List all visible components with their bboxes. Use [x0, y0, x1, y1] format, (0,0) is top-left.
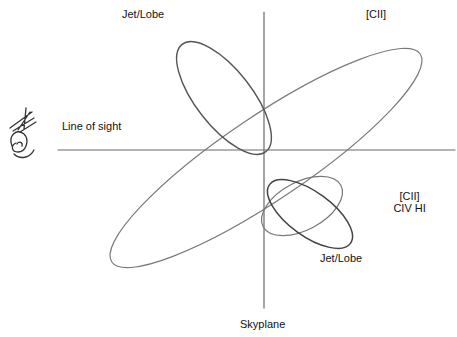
eye-icon: [10, 108, 36, 157]
region-label: Jet/Lobe: [122, 8, 164, 20]
region-label: [CII] CIV HI: [392, 190, 427, 214]
axis-label: Line of sight: [62, 120, 121, 132]
region-label: [CII]: [366, 8, 386, 20]
jet-lobe-ellipse: [257, 167, 364, 261]
line-of-sight-axis: [58, 149, 455, 150]
cii-ellipse: [88, 19, 443, 297]
jet-lobe-ellipse: [160, 27, 288, 169]
region-label: Jet/Lobe: [320, 252, 362, 264]
skyplane-axis: [263, 12, 264, 308]
eye-pupil: [17, 142, 22, 146]
axis-label: Skyplane: [240, 318, 285, 330]
eye-lashes: [10, 108, 36, 132]
eye-lid: [14, 150, 34, 157]
eye-outline: [11, 132, 27, 152]
